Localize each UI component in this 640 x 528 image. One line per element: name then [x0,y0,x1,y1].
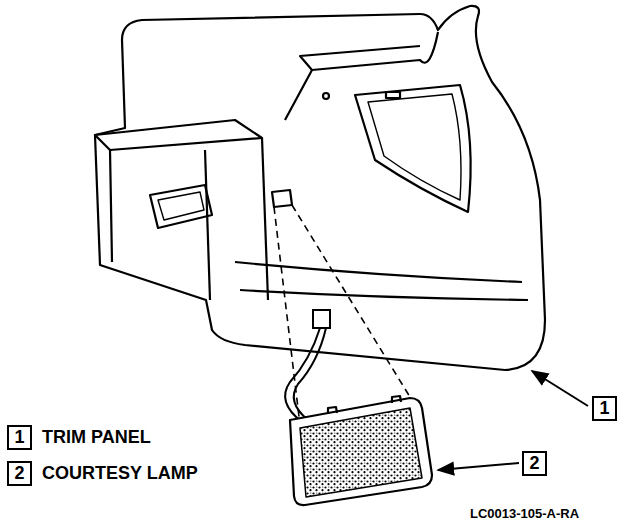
callout-box: 1 [592,396,617,421]
figure-code: LC0013-105-A-RA [470,506,579,521]
callout-number: 1 [592,396,617,421]
legend-entry: 1 TRIM PANEL [7,425,151,450]
callout-number: 2 [7,461,32,486]
callout-box: 2 [522,451,547,476]
hidden-line [274,205,418,425]
part-name: COURTESY LAMP [42,463,198,484]
lamp-wire [285,310,330,422]
callout-number: 2 [522,451,547,476]
courtesy-lamp-drawing [290,396,432,505]
part-name: TRIM PANEL [42,427,151,448]
legend-entry: 2 COURTESY LAMP [7,461,198,486]
leader-arrow [438,371,588,470]
callout-number: 1 [7,425,32,450]
trim-panel-drawing [95,6,545,370]
